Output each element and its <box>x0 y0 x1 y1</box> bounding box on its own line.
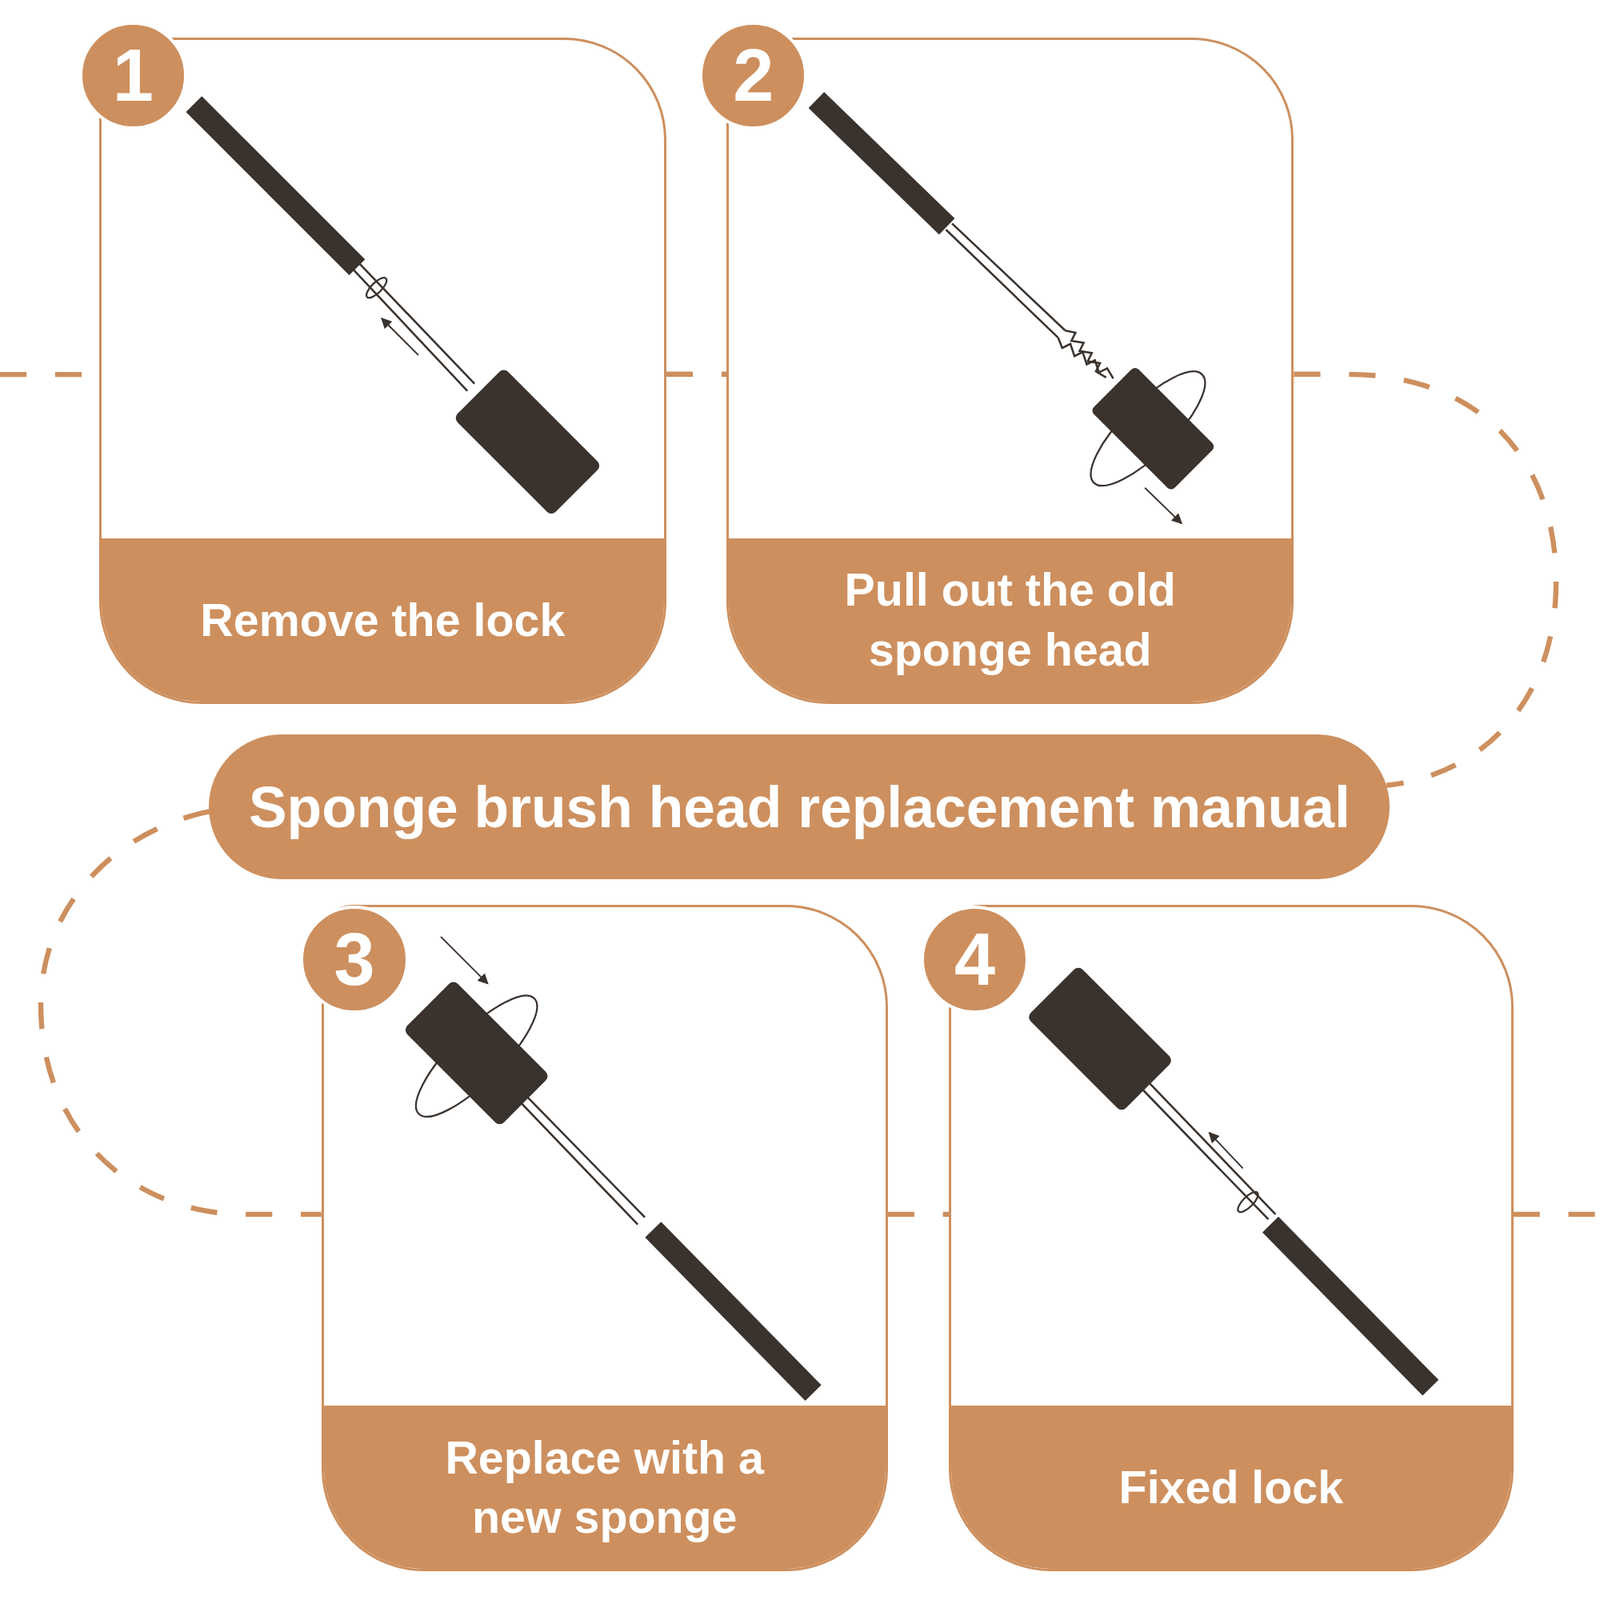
step-panel: Replace with a new sponge 3 <box>321 904 888 1572</box>
callout-number: 1 <box>112 39 154 113</box>
callout-number: 4 <box>954 923 996 997</box>
caption-band: Fixed lock <box>951 1405 1511 1569</box>
caption-band: Remove the lock <box>101 538 664 702</box>
step-number-circle: 2 <box>699 21 808 130</box>
step-panel: Remove the lock 1 <box>99 37 667 704</box>
caption-band: Replace with a new sponge <box>324 1405 886 1569</box>
step-caption: Fixed lock <box>1119 1457 1344 1518</box>
dashed-connector <box>888 1212 950 1217</box>
title-band: Sponge brush head replacement manual <box>208 734 1390 880</box>
dashed-connector <box>1293 374 1556 786</box>
callout-number: 2 <box>732 39 774 113</box>
step-panel: Pull out the old sponge head 2 <box>726 37 1294 704</box>
dashed-stub <box>1513 1212 1600 1217</box>
step-caption: Replace with a new sponge <box>400 1428 809 1548</box>
step-caption: Remove the lock <box>200 590 565 651</box>
title-text: Sponge brush head replacement manual <box>248 776 1351 840</box>
step-number-circle: 4 <box>920 905 1029 1014</box>
step-number-circle: 3 <box>300 905 408 1014</box>
dashed-stub <box>0 372 100 377</box>
step-panel: Fixed lock 4 <box>948 904 1513 1572</box>
callout-number: 3 <box>334 923 376 997</box>
step-number-circle: 1 <box>79 21 188 130</box>
caption-band: Pull out the old sponge head <box>728 538 1292 702</box>
dashed-connector <box>666 372 727 377</box>
step-caption: Pull out the old sponge head <box>796 560 1225 680</box>
